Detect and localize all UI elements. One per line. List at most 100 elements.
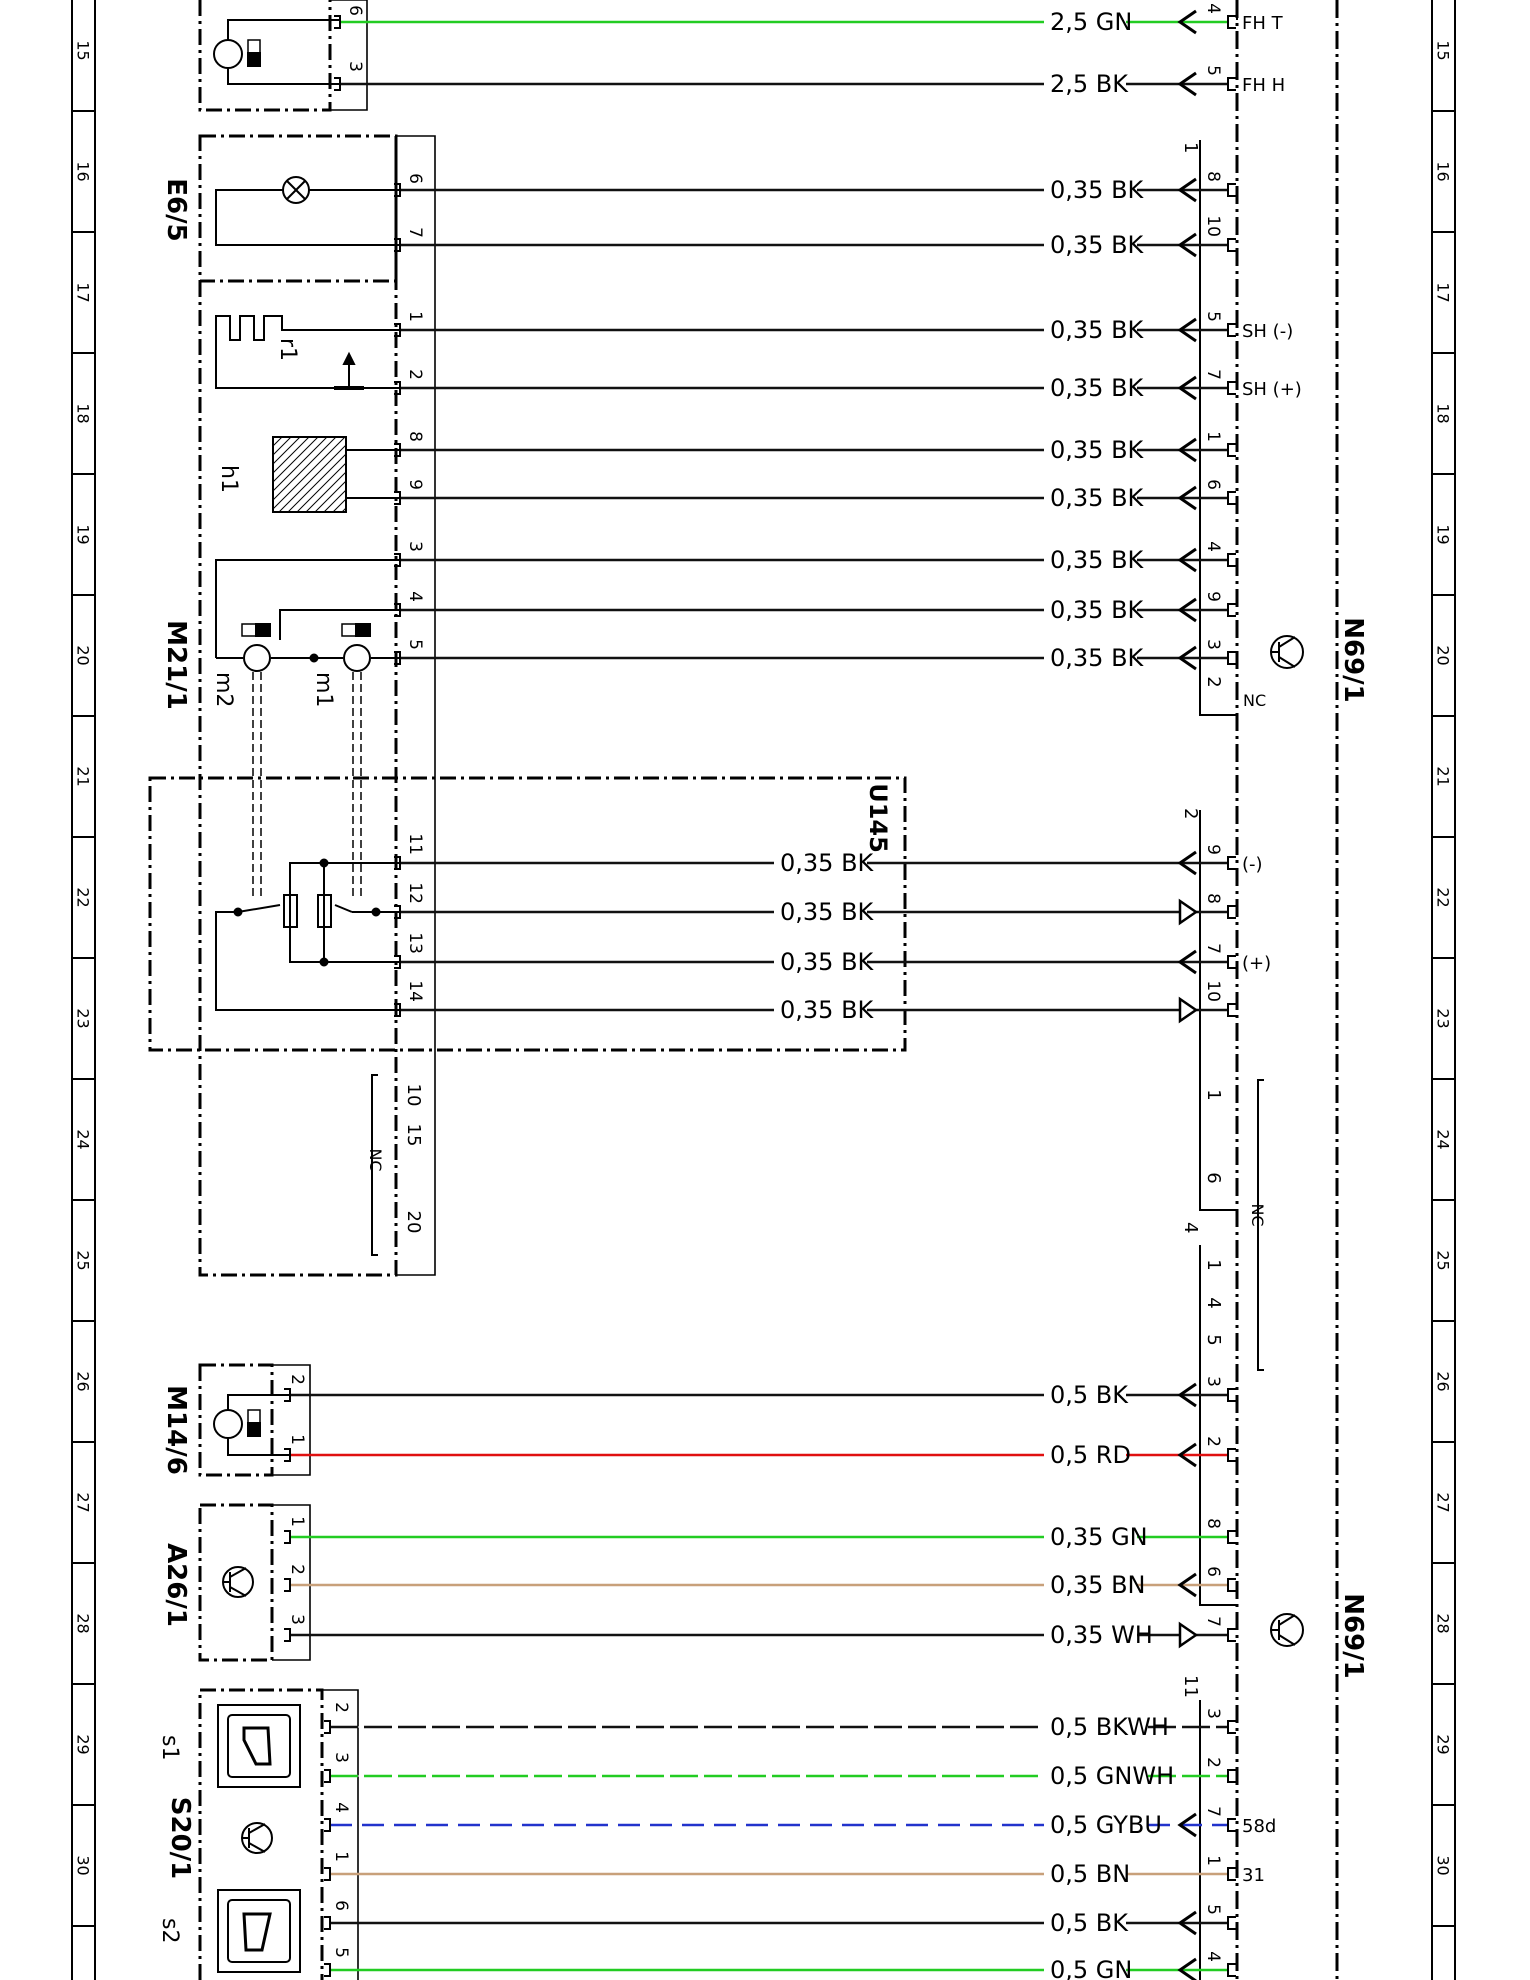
left-pin-number: 3 xyxy=(405,541,425,552)
signal-label: (+) xyxy=(1242,953,1271,974)
terminal-icon xyxy=(284,1448,291,1462)
connector-block-labels: 1 2 4 11 NC NC NC xyxy=(366,142,1267,1698)
hatch-line xyxy=(332,498,347,513)
arrow-in-icon xyxy=(1177,1910,1197,1936)
wire-label: 0,35 BK xyxy=(1050,644,1145,672)
right-pin-number: 2 xyxy=(1203,1436,1223,1447)
label-h1: h1 xyxy=(216,465,241,493)
terminal-icon xyxy=(1227,1916,1236,1930)
wire-label: 0,35 GN xyxy=(1050,1523,1148,1551)
hatch-line xyxy=(296,462,347,513)
right-pin-number: 7 xyxy=(1203,369,1223,380)
wire-label: 0,5 GN xyxy=(1050,1956,1132,1980)
arrow-in-icon xyxy=(1177,850,1197,876)
right-pin-number: 3 xyxy=(1203,639,1223,650)
arrow-in-icon xyxy=(1177,597,1197,623)
nc-pin-number: 10 xyxy=(403,1084,424,1107)
control-unit-icon xyxy=(241,635,1304,1854)
terminal-icon xyxy=(1227,1388,1236,1402)
ruler-number-left: 15 xyxy=(74,40,93,60)
ruler-number-left: 18 xyxy=(74,403,93,423)
ruler-number-left: 24 xyxy=(74,1129,93,1149)
right-pin-number: 7 xyxy=(1203,1806,1223,1817)
component-frames xyxy=(148,0,907,1980)
ruler-number-right: 30 xyxy=(1434,1855,1453,1875)
wire-label: 0,35 BK xyxy=(780,849,875,877)
left-pin-number: 9 xyxy=(405,479,425,490)
nc-brace xyxy=(371,1074,1264,1371)
label-s20-1: S20/1 xyxy=(165,1797,195,1880)
terminal-icon xyxy=(284,1578,291,1592)
label-m1: m1 xyxy=(311,672,336,707)
heater-resistor-icon xyxy=(215,315,400,389)
arrow-in-icon xyxy=(1177,177,1197,203)
block-label-11: 11 xyxy=(1180,1675,1201,1698)
left-pin-number: 5 xyxy=(405,639,425,650)
signal-label: SH (-) xyxy=(1242,321,1293,342)
terminal-icon xyxy=(1227,323,1236,337)
right-pin-number: 3 xyxy=(1203,1376,1223,1387)
n69-connector-brackets xyxy=(1199,0,1238,1980)
left-pin-number: 11 xyxy=(405,833,425,855)
terminal-icon xyxy=(1227,15,1236,29)
hatch-line xyxy=(272,436,283,447)
ruler-number-left: 29 xyxy=(74,1734,93,1754)
left-pin-number: 2 xyxy=(405,369,425,380)
arrow-out-icon xyxy=(1178,1621,1199,1649)
nc-pin-number: 1 xyxy=(1203,1089,1224,1100)
terminal-icon xyxy=(394,443,401,457)
hatch-line xyxy=(287,453,347,513)
potentiometer-icon xyxy=(215,858,400,1011)
left-pin-number: 8 xyxy=(405,431,425,442)
pin-headers xyxy=(272,0,436,1980)
hatch-line xyxy=(272,436,346,510)
ruler-number-right: 19 xyxy=(1434,524,1453,544)
signal-label: FH H xyxy=(1242,75,1285,96)
wire-label: 0,5 BKWH xyxy=(1050,1713,1169,1741)
terminal-icon xyxy=(334,15,341,29)
ruler-number-left: 20 xyxy=(74,645,93,665)
ruler-number-right: 20 xyxy=(1434,645,1453,665)
terminal-icon xyxy=(1227,1530,1236,1544)
terminal-icon xyxy=(1227,856,1236,870)
wire-label: 0,35 BK xyxy=(780,996,875,1024)
wire-label: 0,5 BN xyxy=(1050,1860,1130,1888)
ruler-number-right: 22 xyxy=(1434,887,1453,907)
arrow-in-icon xyxy=(1177,232,1197,258)
left-pin-number: 1 xyxy=(287,1516,307,1527)
hatch-line xyxy=(323,489,347,513)
wire-label: 0,35 WH xyxy=(1050,1621,1153,1649)
hatch-line xyxy=(341,507,347,513)
arrow-in-icon xyxy=(1177,71,1197,97)
ruler-number-left: 26 xyxy=(74,1371,93,1391)
terminal-icon xyxy=(284,1388,291,1402)
left-pin-number: 3 xyxy=(345,61,365,72)
left-pin-number: 3 xyxy=(331,1752,351,1763)
hatch-line xyxy=(272,436,319,483)
right-pin-number: 1 xyxy=(1203,1855,1223,1866)
wire-label: 0,35 BK xyxy=(1050,436,1145,464)
left-pin-number: 6 xyxy=(405,173,425,184)
terminal-icon xyxy=(1227,1628,1236,1642)
terminal-icon xyxy=(1227,183,1236,197)
terminal-icon xyxy=(1227,1720,1236,1734)
terminal-icon xyxy=(1227,238,1236,252)
heater-element-icon xyxy=(272,436,400,513)
ruler-number-left: 17 xyxy=(74,282,93,302)
ruler-number-left: 16 xyxy=(74,161,93,181)
left-pin-number: 4 xyxy=(405,591,425,602)
block-label-1: 1 xyxy=(1180,142,1201,153)
wire-label: 0,35 BK xyxy=(1050,231,1145,259)
terminal-icon xyxy=(324,1916,331,1930)
hatch-line xyxy=(272,436,337,501)
label-m21-1: M21/1 xyxy=(161,620,191,710)
